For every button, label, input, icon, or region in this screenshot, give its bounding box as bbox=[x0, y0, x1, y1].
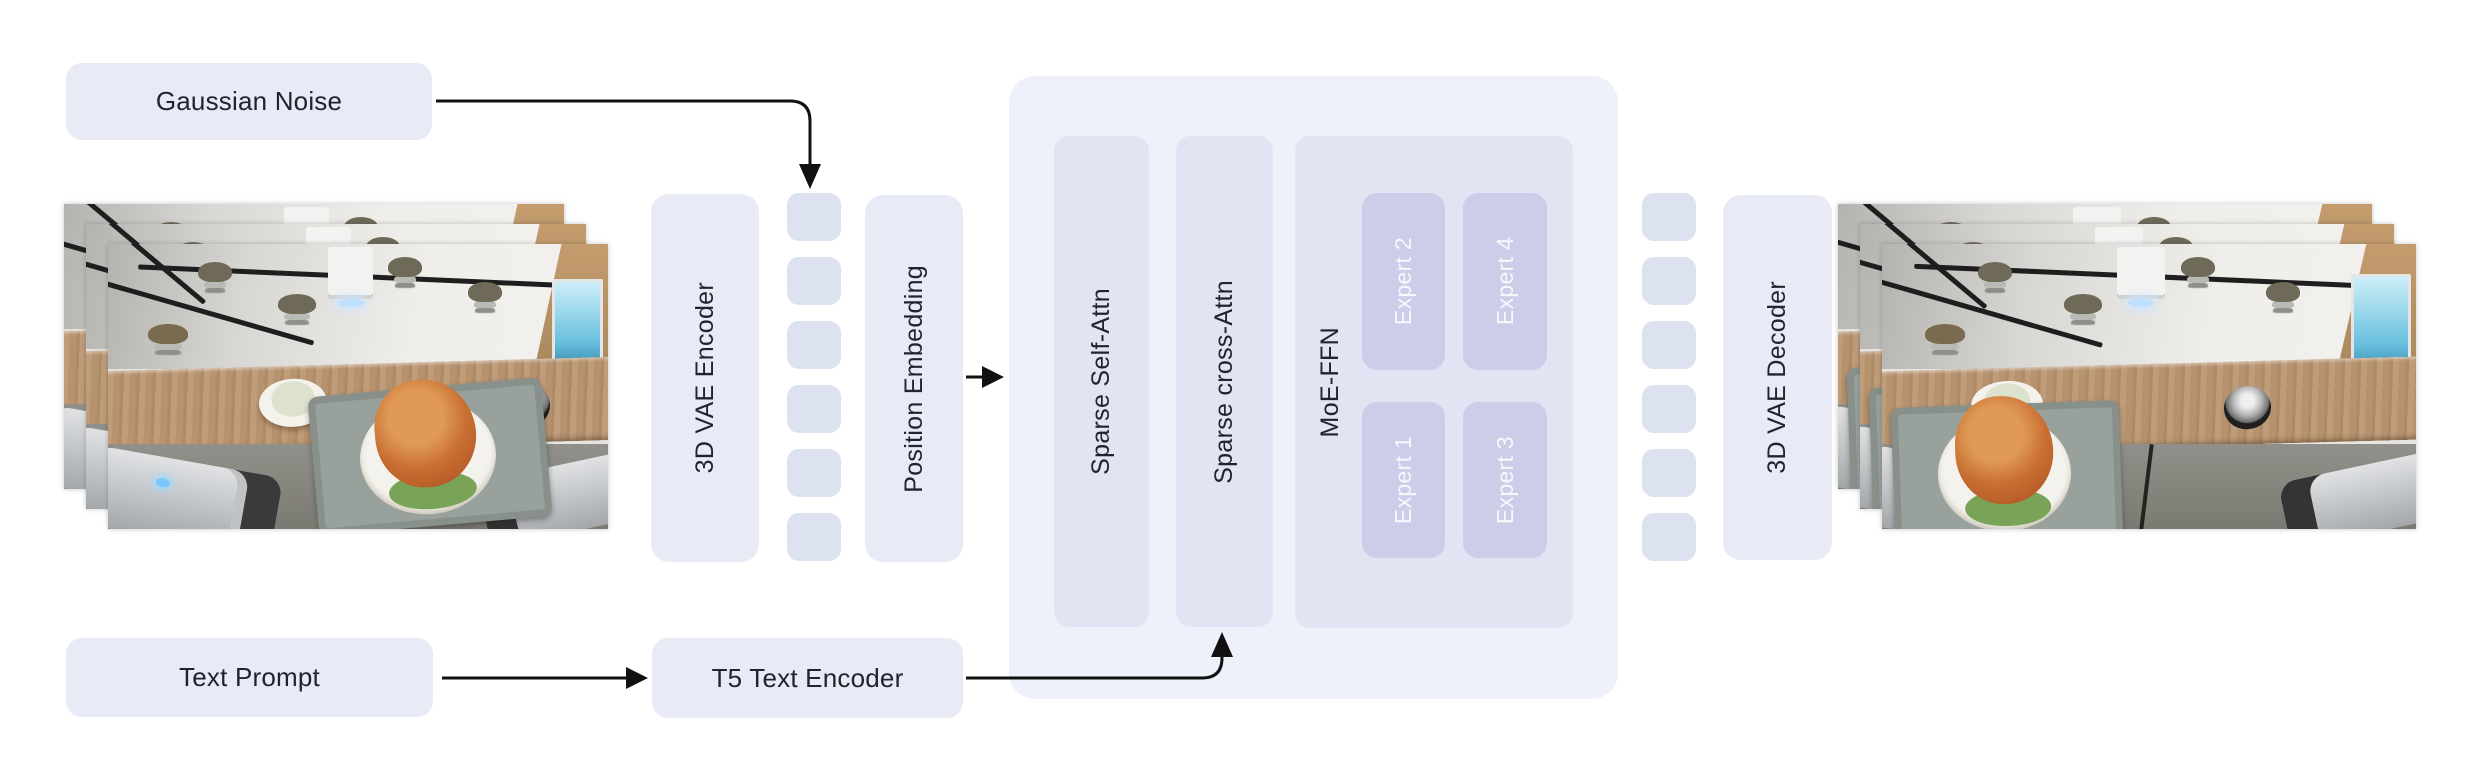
expert-4-label: Expert 4 bbox=[1491, 237, 1518, 326]
serving-tray bbox=[307, 374, 553, 529]
equipment-box bbox=[328, 246, 373, 300]
room-background bbox=[108, 244, 608, 376]
led-glow bbox=[338, 299, 364, 308]
position-embedding-label: Position Embedding bbox=[899, 264, 928, 493]
sparse-cross-attn-label: Sparse cross-Attn bbox=[1210, 279, 1238, 484]
chair bbox=[468, 281, 502, 302]
chair bbox=[388, 256, 422, 277]
sparse-self-attn-label: Sparse Self-Attn bbox=[1087, 288, 1115, 475]
display-fridge bbox=[552, 279, 603, 368]
latent-token bbox=[1642, 513, 1696, 561]
chair bbox=[278, 294, 316, 315]
arrowhead-right bbox=[982, 366, 1004, 388]
latent-token bbox=[787, 385, 841, 433]
arrowhead-right bbox=[626, 667, 648, 689]
text-prompt-box: Text Prompt bbox=[66, 638, 433, 717]
t5-text-encoder-box: T5 Text Encoder bbox=[652, 638, 963, 718]
vae-encoder-box: 3D VAE Encoder bbox=[651, 194, 759, 562]
expert-2-label: Expert 2 bbox=[1390, 237, 1416, 326]
latent-token bbox=[1642, 449, 1696, 497]
equipment-box bbox=[2116, 246, 2165, 300]
room-background bbox=[1882, 244, 2416, 376]
output-frame-photo bbox=[1882, 244, 2416, 529]
position-embedding-box: Position Embedding bbox=[865, 195, 963, 562]
output-video-frames bbox=[1838, 204, 2438, 534]
sparse-self-attn-box: Sparse Self-Attn bbox=[1054, 136, 1149, 627]
expert-1-label: Expert 1 bbox=[1390, 435, 1416, 525]
moe-ffn-label-wrap: MoE-FFN bbox=[1299, 136, 1361, 628]
arrowhead-down bbox=[799, 164, 821, 189]
metal-dish bbox=[2223, 385, 2272, 430]
latent-token bbox=[1642, 385, 1696, 433]
latent-token bbox=[1642, 193, 1696, 241]
led-glow bbox=[2127, 299, 2154, 308]
chair bbox=[2181, 256, 2216, 277]
moe-ffn-label: MoE-FFN bbox=[1315, 326, 1344, 438]
t5-text-encoder-label: T5 Text Encoder bbox=[711, 662, 904, 693]
latent-token bbox=[787, 193, 841, 241]
chair bbox=[148, 324, 188, 345]
latent-token bbox=[1642, 321, 1696, 369]
latent-token bbox=[787, 513, 841, 561]
chair bbox=[2063, 294, 2102, 315]
vae-encoder-label: 3D VAE Encoder bbox=[690, 282, 719, 474]
expert-1-box: Expert 1 bbox=[1362, 402, 1445, 558]
expert-3-label: Expert 3 bbox=[1491, 435, 1518, 525]
input-frame-photo bbox=[108, 244, 608, 529]
latent-token bbox=[787, 321, 841, 369]
chair bbox=[2266, 281, 2301, 302]
arrow-noise-to-tokens bbox=[436, 99, 812, 164]
gaussian-noise-label: Gaussian Noise bbox=[155, 86, 343, 116]
text-prompt-label: Text Prompt bbox=[179, 662, 320, 692]
expert-4-box: Expert 4 bbox=[1463, 193, 1547, 370]
input-video-frames bbox=[64, 204, 624, 534]
latent-token bbox=[1642, 257, 1696, 305]
chair bbox=[198, 261, 232, 282]
expert-2-box: Expert 2 bbox=[1362, 193, 1445, 370]
latent-token bbox=[787, 257, 841, 305]
cable bbox=[2137, 443, 2154, 529]
vae-decoder-label: 3D VAE Decoder bbox=[1763, 281, 1791, 474]
latent-token bbox=[787, 449, 841, 497]
expert-3-box: Expert 3 bbox=[1463, 402, 1547, 558]
serving-tray bbox=[1890, 393, 2123, 529]
vae-decoder-box: 3D VAE Decoder bbox=[1723, 195, 1832, 560]
chair bbox=[1978, 261, 2013, 282]
gaussian-noise-box: Gaussian Noise bbox=[66, 63, 432, 140]
chair bbox=[1924, 324, 1965, 345]
sparse-cross-attn-box: Sparse cross-Attn bbox=[1176, 136, 1273, 627]
